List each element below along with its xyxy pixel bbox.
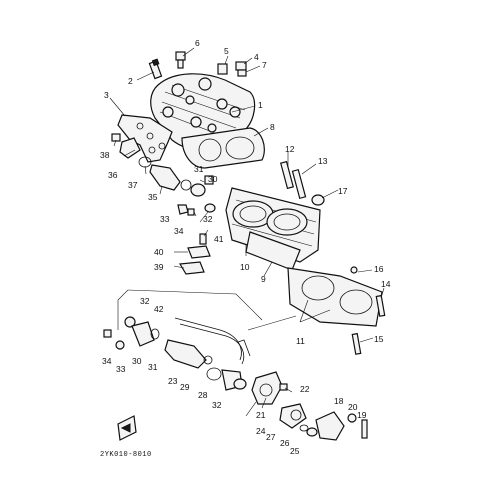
leader-lines — [109, 47, 385, 417]
drawing-code: 2YK010-8010 — [100, 451, 152, 459]
callout-32-lower-right: 32 — [212, 400, 222, 410]
pump-cover — [251, 371, 288, 405]
housing-parts — [279, 403, 368, 441]
callout-15: 15 — [374, 334, 384, 344]
callout-38: 38 — [100, 150, 110, 160]
callout-29: 29 — [180, 382, 190, 392]
callout-36: 36 — [108, 170, 118, 180]
callout-39: 39 — [154, 262, 164, 272]
callout-30: 30 — [208, 174, 218, 184]
callout-10: 10 — [240, 262, 250, 272]
spark-plug — [148, 58, 163, 80]
callout-27: 27 — [266, 432, 276, 442]
callout-32-lower: 32 — [140, 296, 150, 306]
upper-shaft — [149, 164, 214, 197]
callout-31-lower: 31 — [148, 362, 158, 372]
mount-bracket — [117, 114, 173, 163]
callout-7: 7 — [262, 60, 267, 70]
head-bolts — [175, 51, 247, 77]
callout-33-lower: 33 — [116, 364, 126, 374]
callout-22: 22 — [300, 384, 310, 394]
callout-23: 23 — [168, 376, 178, 386]
front-arrow-icon — [117, 415, 137, 441]
callout-5: 5 — [224, 46, 229, 56]
callout-14: 14 — [381, 279, 391, 289]
callout-37: 37 — [128, 180, 138, 190]
callout-42: 42 — [154, 304, 164, 314]
cylinder-block — [225, 187, 321, 271]
callout-35: 35 — [148, 192, 158, 202]
callout-25: 25 — [290, 446, 300, 456]
callout-28: 28 — [198, 390, 208, 400]
small-bolts-upper — [177, 203, 216, 245]
callout-9: 9 — [261, 274, 266, 284]
cylinder-head — [150, 73, 256, 151]
callout-18: 18 — [334, 396, 344, 406]
callout-11: 11 — [296, 336, 305, 346]
callout-34: 34 — [174, 226, 184, 236]
cylinder-studs — [280, 160, 325, 206]
callout-17: 17 — [338, 186, 348, 196]
callout-19: 19 — [357, 410, 367, 420]
head-gasket — [181, 127, 265, 169]
callout-24: 24 — [256, 426, 266, 436]
callout-41: 41 — [214, 234, 224, 244]
callout-labels: 1 2 3 4 5 6 7 8 9 10 11 12 13 14 15 16 1… — [100, 38, 391, 459]
callout-1: 1 — [258, 100, 263, 110]
callout-8: 8 — [270, 122, 275, 132]
upper-fitting — [111, 133, 152, 168]
callout-3: 3 — [104, 90, 109, 100]
base-gasket — [287, 267, 383, 327]
callout-4: 4 — [254, 52, 259, 62]
callout-20: 20 — [348, 402, 358, 412]
callout-6: 6 — [195, 38, 200, 48]
callout-33: 33 — [160, 214, 170, 224]
callout-34-lower: 34 — [102, 356, 112, 366]
callout-16: 16 — [374, 264, 384, 274]
callout-32: 32 — [203, 214, 213, 224]
callout-31: 31 — [194, 164, 204, 174]
lower-studs — [350, 266, 386, 355]
callout-26: 26 — [280, 438, 290, 448]
callout-40: 40 — [154, 247, 164, 257]
callout-12: 12 — [285, 144, 295, 154]
thermostat-parts — [178, 245, 211, 275]
lower-left-parts — [103, 316, 247, 391]
callout-21: 21 — [256, 410, 266, 420]
callout-2: 2 — [128, 76, 133, 86]
hose-lines — [174, 317, 251, 365]
callout-13: 13 — [318, 156, 328, 166]
callout-30-lower: 30 — [132, 356, 142, 366]
